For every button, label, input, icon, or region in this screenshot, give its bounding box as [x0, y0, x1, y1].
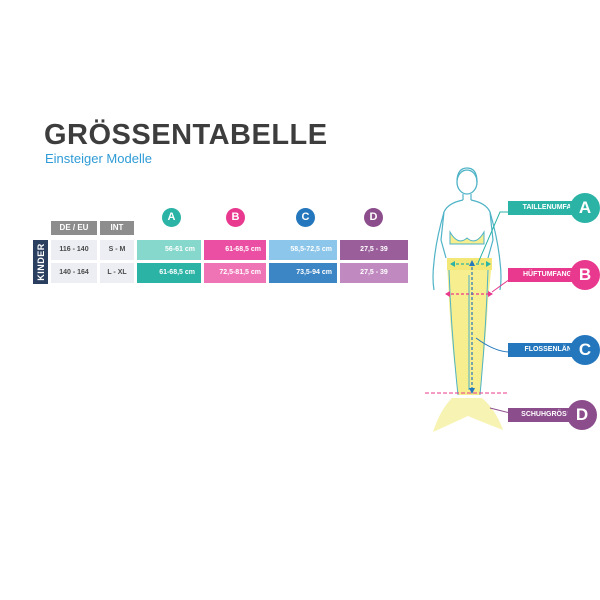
circle-b: B: [570, 260, 600, 290]
column-letter-c: C: [296, 208, 315, 227]
row2-c: 73,5-94 cm: [269, 263, 337, 283]
waistband: [447, 258, 492, 270]
page-title: GRÖSSENTABELLE: [44, 119, 328, 151]
row1-c: 58,5-72,5 cm: [269, 240, 337, 260]
row2-b: 72,5-81,5 cm: [204, 263, 266, 283]
head: [456, 169, 478, 195]
side-label-kinder: KINDER: [33, 240, 48, 284]
header-int: INT: [100, 221, 134, 235]
circle-a: A: [570, 193, 600, 223]
page-subtitle: Einsteiger Modelle: [45, 151, 152, 166]
row2-de-eu: 140 - 164: [51, 263, 97, 283]
row1-d: 27,5 - 39: [340, 240, 408, 260]
circle-c: C: [570, 335, 600, 365]
row1-de-eu: 116 - 140: [51, 240, 97, 260]
label-taillenumfang: TAILLENUMFANG: [508, 201, 586, 215]
label-schuhgroesse: SCHUHGRÖSSE: [508, 408, 580, 422]
header-de-eu: DE / EU: [51, 221, 97, 235]
tail-fin: [433, 398, 503, 432]
label-hueftumfang: HÜFTUMFANG: [508, 268, 576, 282]
row2-d: 27,5 - 39: [340, 263, 408, 283]
row2-a: 61-68,5 cm: [137, 263, 201, 283]
mermaid-figure-illustration: [425, 167, 511, 432]
label-flossenlaenge: FLOSSENLÄNGE: [508, 343, 586, 357]
column-letter-d: D: [364, 208, 383, 227]
column-letter-a: A: [162, 208, 181, 227]
row2-int: L - XL: [100, 263, 134, 283]
circle-d: D: [567, 400, 597, 430]
row1-int: S - M: [100, 240, 134, 260]
row1-a: 56-61 cm: [137, 240, 201, 260]
column-letter-b: B: [226, 208, 245, 227]
row1-b: 61-68,5 cm: [204, 240, 266, 260]
